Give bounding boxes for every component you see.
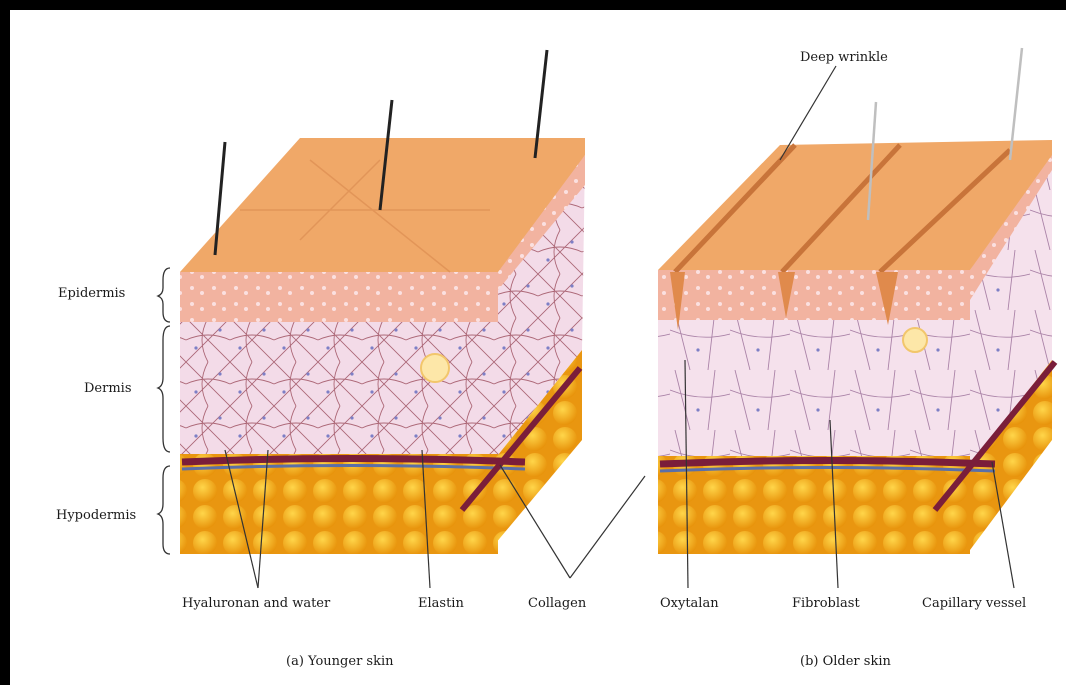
caption-older: (b) Older skin xyxy=(800,654,891,669)
layer-braces xyxy=(158,268,170,554)
diagram-canvas: Epidermis Dermis Hypodermis Hyaluronan a… xyxy=(10,10,1066,685)
caption-younger: (a) Younger skin xyxy=(286,654,394,669)
label-elastin: Elastin xyxy=(418,596,464,611)
older-fibroblast xyxy=(903,328,927,352)
label-deep-wrinkle: Deep wrinkle xyxy=(800,50,888,65)
label-collagen: Collagen xyxy=(528,596,586,611)
label-oxytalan: Oxytalan xyxy=(660,596,719,611)
label-epidermis: Epidermis xyxy=(58,286,125,301)
younger-skin-block xyxy=(180,50,585,554)
older-epidermis xyxy=(658,270,970,320)
younger-dermis xyxy=(180,322,498,454)
skin-diagram xyxy=(10,10,1066,685)
younger-hypodermis xyxy=(180,454,498,554)
label-dermis: Dermis xyxy=(84,381,132,396)
label-hyaluronan: Hyaluronan and water xyxy=(182,596,330,611)
label-hypodermis: Hypodermis xyxy=(56,508,136,523)
younger-fibroblast xyxy=(421,354,449,382)
older-capillary xyxy=(660,461,995,465)
label-capillary: Capillary vessel xyxy=(922,596,1026,611)
label-fibroblast: Fibroblast xyxy=(792,596,860,611)
older-skin-block xyxy=(658,48,1055,554)
younger-capillary xyxy=(182,459,525,463)
younger-epidermis xyxy=(180,272,498,324)
